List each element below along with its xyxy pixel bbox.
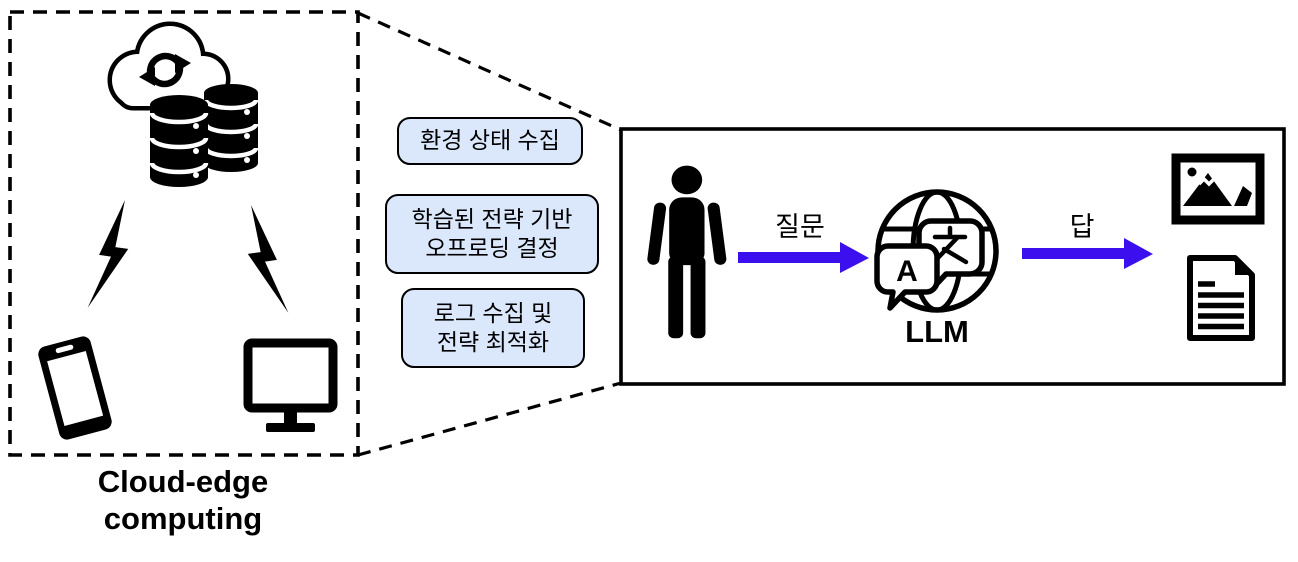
sync-icon xyxy=(139,52,191,88)
person-icon xyxy=(647,165,727,339)
smartphone-icon xyxy=(38,336,112,440)
cloud-edge-label: Cloud-edge computing xyxy=(97,464,269,536)
answer-arrow xyxy=(1022,238,1153,269)
answer-label: 답 xyxy=(1069,212,1095,242)
database-cylinder-right xyxy=(203,84,259,172)
bubble-a-letter: A xyxy=(896,255,918,288)
monitor-icon xyxy=(243,338,338,432)
step-box-log-optimize: 로그 수집 및 전략 최적화 xyxy=(401,288,585,368)
database-cylinder-left xyxy=(149,95,209,187)
document-output-icon xyxy=(1187,255,1255,341)
llm-label: LLM xyxy=(905,314,969,349)
image-output-icon xyxy=(1171,153,1265,225)
globe-translate-icon: A xyxy=(874,189,999,313)
question-arrow xyxy=(738,242,869,273)
zoom-connector-lines xyxy=(357,11,622,457)
cloud-database-icon xyxy=(107,21,259,187)
step-box-offloading-decision: 학습된 전략 기반 오프로딩 결정 xyxy=(385,194,599,274)
lightning-right-icon xyxy=(247,205,289,313)
lightning-left-icon xyxy=(87,200,129,308)
question-label: 질문 xyxy=(775,212,825,242)
speech-bubble-a xyxy=(874,243,940,311)
step-box-env-state-collect: 환경 상태 수집 xyxy=(397,117,583,165)
cloud-edge-region-box xyxy=(8,10,360,457)
